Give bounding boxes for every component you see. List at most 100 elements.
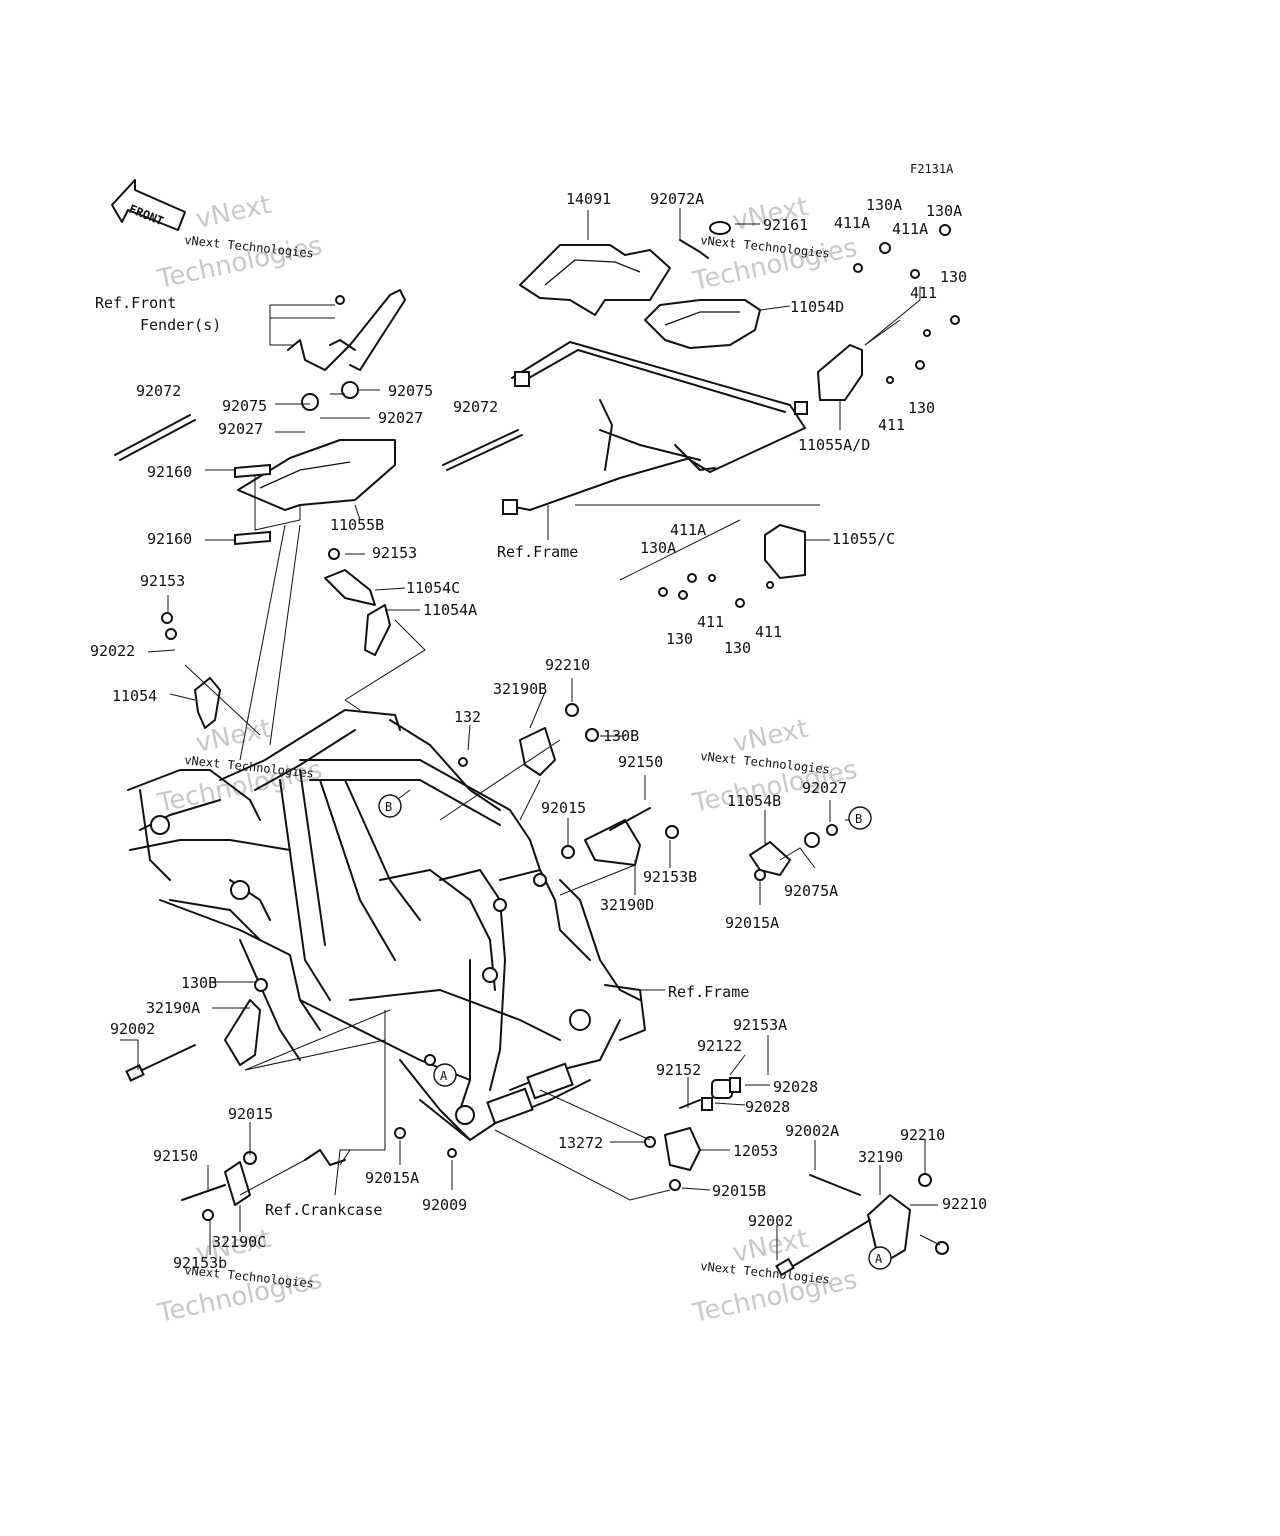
part-label: 32190 <box>858 1148 903 1166</box>
part-label: 411A <box>834 214 870 232</box>
part-label: 92015A <box>725 914 779 932</box>
part-label: 11054A <box>423 601 477 619</box>
part-label: 92160 <box>147 530 192 548</box>
part-label: 130 <box>908 399 935 417</box>
bracket-11055AD <box>817 344 863 401</box>
figure-code: F2131A <box>910 162 954 176</box>
part-label: 11054 <box>112 687 157 705</box>
part-label: 130A <box>866 196 902 214</box>
part-label: 92002 <box>748 1212 793 1230</box>
part-label: 92075 <box>222 397 267 415</box>
svg-text:FRONT: FRONT <box>127 202 166 229</box>
part-label: 92022 <box>90 642 135 660</box>
part-label: 14091 <box>566 190 611 208</box>
ref-frame-label-mid: Ref.Frame <box>668 983 749 1001</box>
tray-11055B <box>237 439 396 511</box>
part-label: 411 <box>755 623 782 641</box>
part-label: 92210 <box>545 656 590 674</box>
bolt-92002-left <box>125 1044 196 1082</box>
rear-subframe <box>502 341 808 515</box>
watermark-top-right: vNext Technologies vNext Technologies <box>689 192 860 297</box>
callout-a-right: A <box>868 1246 892 1270</box>
pads-92160 <box>234 463 271 546</box>
part-label: 92002 <box>110 1020 155 1038</box>
part-label: 92153b <box>173 1254 227 1272</box>
part-label: 411 <box>910 284 937 302</box>
part-label: 11055A/D <box>798 436 870 454</box>
main-frame <box>127 709 646 1141</box>
band-92072-right <box>442 429 523 471</box>
part-label: 92075 <box>388 382 433 400</box>
ref-front-fender-label: Ref.Front <box>95 294 176 312</box>
part-label: 32190D <box>600 896 654 914</box>
bracket-32190D <box>561 807 679 866</box>
part-label: 11054B <box>727 792 781 810</box>
part-label: 92015 <box>541 799 586 817</box>
part-label: 92002A <box>785 1122 839 1140</box>
part-label: 92015 <box>228 1105 273 1123</box>
part-label: 411A <box>670 521 706 539</box>
leader-lines <box>120 208 941 1260</box>
callout-b-left: B <box>378 794 402 818</box>
part-label: 130 <box>724 639 751 657</box>
part-label: 12053 <box>733 1142 778 1160</box>
band-92072-left <box>114 414 196 461</box>
part-label: 92072 <box>453 398 498 416</box>
ref-crankcase-label: Ref.Crankcase <box>265 1201 382 1219</box>
part-label: 92153 <box>140 572 185 590</box>
small-fasteners <box>161 224 960 1158</box>
part-label: 92161 <box>763 216 808 234</box>
part-label: 92015A <box>365 1169 419 1187</box>
part-label: 92072A <box>650 190 704 208</box>
svg-text:A: A <box>875 1252 883 1266</box>
watermark-top-left: vNext Technologies vNext Technologies <box>154 190 325 295</box>
part-label: 11054D <box>790 298 844 316</box>
svg-text:B: B <box>385 800 392 814</box>
part-label: 92210 <box>942 1195 987 1213</box>
svg-text:vNext Technologies: vNext Technologies <box>700 749 831 777</box>
svg-text:vNext: vNext <box>730 714 811 759</box>
part-label: 411A <box>892 220 928 238</box>
clamp-crankcase <box>304 1149 346 1166</box>
part-label: 92122 <box>697 1037 742 1055</box>
bracket-11054B <box>749 824 838 881</box>
front-arrow-icon: FRONT <box>111 179 186 231</box>
part-label: 130 <box>666 630 693 648</box>
part-label: 130 <box>940 268 967 286</box>
part-label: 92027 <box>218 420 263 438</box>
part-label: 13272 <box>558 1134 603 1152</box>
part-label: 92028 <box>773 1078 818 1096</box>
part-label: 92210 <box>900 1126 945 1144</box>
bracket-32190B <box>519 703 599 776</box>
part-label: 92152 <box>656 1061 701 1079</box>
part-label: 92009 <box>422 1196 467 1214</box>
part-label: 11055B <box>330 516 384 534</box>
part-label: 92153B <box>643 868 697 886</box>
part-label: 92150 <box>618 753 663 771</box>
ref-front-fender-label-2: Fender(s) <box>140 316 221 334</box>
part-label: 411 <box>697 613 724 631</box>
brackets-11054AC <box>324 569 391 656</box>
part-label: 92150 <box>153 1147 198 1165</box>
part-label: 132 <box>454 708 481 726</box>
watermark-bottom-right: vNext Technologies vNext Technologies <box>689 1224 860 1329</box>
bracket-11054 <box>194 677 221 729</box>
part-label: 92153 <box>372 544 417 562</box>
part-label: 92153A <box>733 1016 787 1034</box>
tray-14091 <box>519 244 671 316</box>
svg-text:vNext Technologies: vNext Technologies <box>700 1259 831 1287</box>
mount-12053 <box>644 1077 741 1191</box>
part-label: 11055/C <box>832 530 895 548</box>
part-label: 130A <box>640 539 676 557</box>
battery-case-11054D <box>644 221 761 349</box>
callout-b-right: B <box>848 806 872 830</box>
part-label: 130B <box>181 974 217 992</box>
part-label: 130B <box>603 727 639 745</box>
ref-frame-label-top: Ref.Frame <box>497 543 578 561</box>
part-label: 92027 <box>378 409 423 427</box>
part-label: 11054C <box>406 579 460 597</box>
part-label: 92028 <box>745 1098 790 1116</box>
part-label: 92075A <box>784 882 838 900</box>
svg-text:A: A <box>440 1069 448 1083</box>
